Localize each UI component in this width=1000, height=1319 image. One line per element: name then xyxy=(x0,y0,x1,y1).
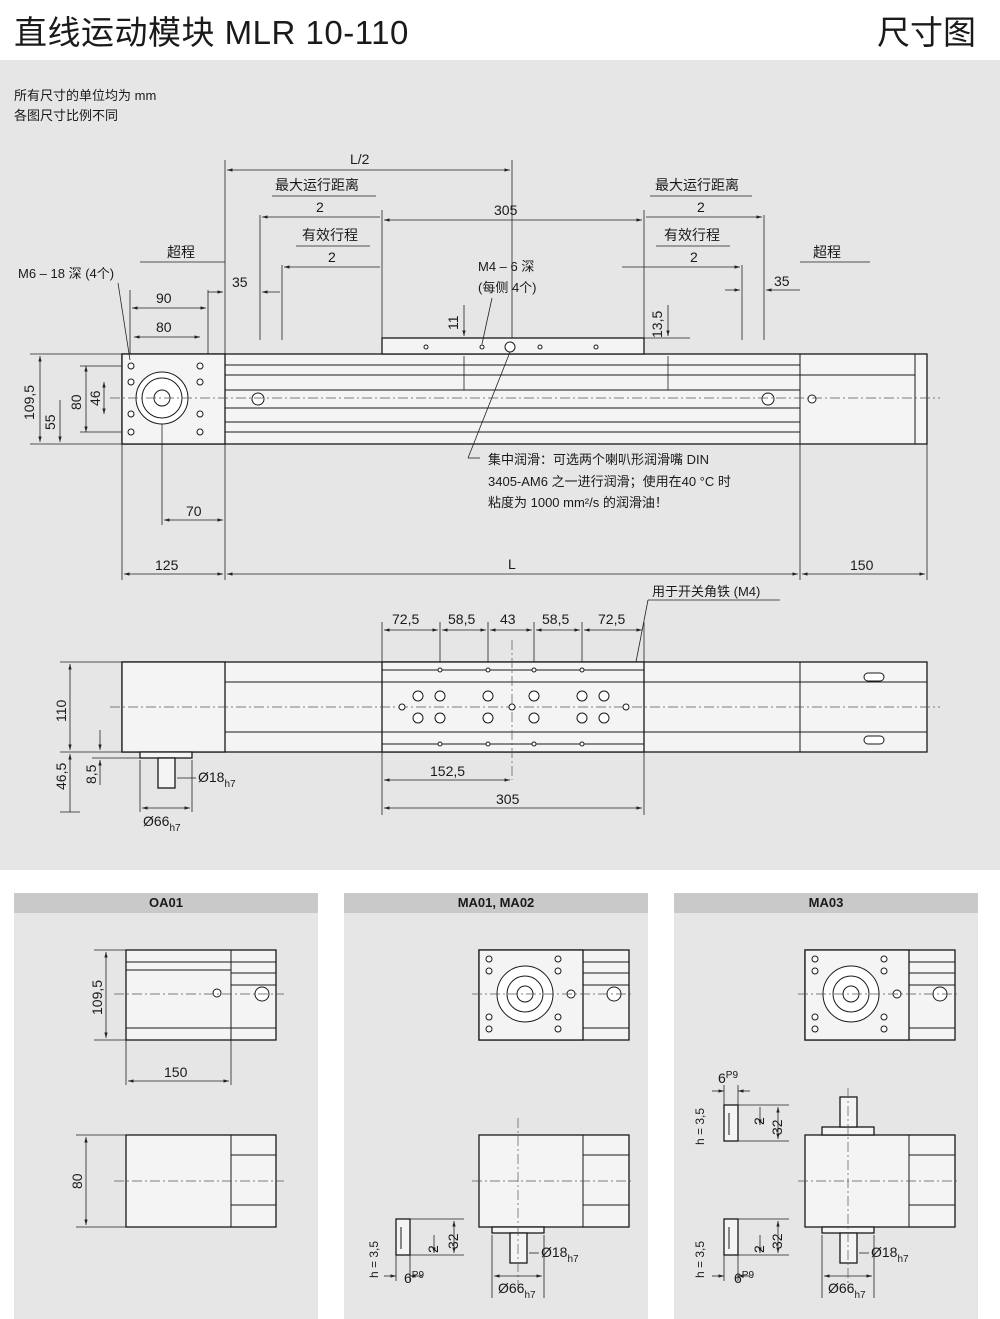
ma03-key-bottom xyxy=(723,1218,739,1256)
rail-body-top xyxy=(121,353,928,445)
lube-nipple-right xyxy=(761,392,775,406)
dim-70: 70 xyxy=(186,503,202,519)
ma03-bottom-dim-6: 6P9 xyxy=(734,1270,754,1286)
dim-11: 11 xyxy=(445,315,461,330)
dim-109-5: 109,5 xyxy=(21,385,37,420)
note-units: 所有尺寸的单位均为 mm xyxy=(14,88,157,103)
dim-55: 55 xyxy=(42,414,58,430)
ma01-dim-flange: Ø66h7 xyxy=(498,1280,536,1301)
panel-ma03-title: MA03 xyxy=(674,893,978,913)
overtravel-right: 超程 xyxy=(813,244,841,260)
panel-ma01-title: MA01, MA02 xyxy=(344,893,648,913)
lube-note-2: 3405-AM6 之一进行润滑；使用在40 °C 时 xyxy=(488,474,731,490)
dim-152-5: 152,5 xyxy=(430,763,465,779)
unit-notes: 所有尺寸的单位均为 mm 各图尺寸比例不同 xyxy=(14,86,156,126)
page-subtitle: 尺寸图 xyxy=(877,14,976,51)
m6-thread-label: M6 – 18 深 (4个) xyxy=(18,266,114,281)
ma01-dim-2: 2 xyxy=(425,1245,441,1253)
dim-72-5-right: 72,5 xyxy=(598,611,625,627)
ma03-top-dim-2: 2 xyxy=(751,1117,767,1125)
header: 直线运动模块 MLR 10-110 尺寸图 xyxy=(0,0,1000,60)
dim-35-right: 35 xyxy=(774,273,790,289)
ma01-dim-32: 32 xyxy=(445,1233,461,1249)
lube-note-1: 集中润滑：可选两个喇叭形润滑嘴 DIN xyxy=(488,452,709,467)
dim-125: 125 xyxy=(155,557,179,573)
dim-58-5-left: 58,5 xyxy=(448,611,475,627)
switch-slot-bottom xyxy=(863,735,885,745)
dim-150: 150 xyxy=(850,557,874,573)
oa01-dim-150: 150 xyxy=(164,1064,188,1080)
dim-305-front: 305 xyxy=(496,791,520,807)
dim-35-left: 35 xyxy=(232,274,248,290)
note-scale: 各图尺寸比例不同 xyxy=(14,108,119,123)
dim-90: 90 xyxy=(156,290,172,306)
ma03-bottom-dim-2: 2 xyxy=(751,1245,767,1253)
ma01-dim-6: 6P9 xyxy=(404,1270,424,1286)
overtravel-left: 超程 xyxy=(167,244,195,260)
m4-thread-label: M4 – 6 深 xyxy=(478,259,534,274)
panel-ma03: MA03 xyxy=(674,893,978,1319)
panel-oa01-title: OA01 xyxy=(14,893,318,913)
ma03-key-top xyxy=(723,1104,739,1142)
ma03-bottom-dim-32: 32 xyxy=(769,1233,785,1249)
panel-oa01-drawing: 109,5 150 80 xyxy=(69,949,284,1228)
effective-left: 有效行程 xyxy=(302,227,358,243)
panel-ma01-ma02: MA01, MA02 32 xyxy=(344,893,648,1319)
dim-13-5: 13,5 xyxy=(649,311,665,338)
dim-half-length: L/2 xyxy=(350,151,370,167)
oa01-dim-109-5: 109,5 xyxy=(89,980,105,1015)
max-travel-left: 最大运行距离 xyxy=(275,177,359,193)
dim-72-5-left: 72,5 xyxy=(392,611,419,627)
ma01-dim-shaft: Ø18h7 xyxy=(541,1244,579,1265)
ma03-top-dim-h: h = 3,5 xyxy=(693,1108,707,1145)
panel-ma03-drawing: 32 2 h = 3,5 6P9 32 2 h = 3,5 6P9 Ø18h7 … xyxy=(693,949,960,1301)
dim-43: 43 xyxy=(500,611,516,627)
max-travel-right-div: 2 xyxy=(697,199,705,215)
front-view xyxy=(110,640,940,789)
dim-flange-dia: Ø66h7 xyxy=(143,813,181,834)
main-drawing: L/2 305 最大运行距离 2 有效行程 2 超程 35 最大运行距离 2 有… xyxy=(18,151,940,834)
ma01-dim-h: h = 3,5 xyxy=(367,1241,381,1278)
ma01-key xyxy=(395,1218,411,1256)
dim-46: 46 xyxy=(87,390,103,406)
top-dimensions: L/2 305 最大运行距离 2 有效行程 2 超程 35 最大运行距离 2 有… xyxy=(18,151,928,580)
dim-shaft-dia: Ø18h7 xyxy=(198,769,236,790)
ma03-top-dim-32: 32 xyxy=(769,1119,785,1135)
dim-46-5: 46,5 xyxy=(53,763,69,790)
top-view xyxy=(110,337,940,445)
switch-bracket-label: 用于开关角铁 (M4) xyxy=(652,584,760,599)
dim-8-5: 8,5 xyxy=(83,764,99,784)
switch-slot-top xyxy=(863,672,885,682)
ma03-top-shaft xyxy=(839,1096,858,1128)
page-title: 直线运动模块 MLR 10-110 xyxy=(14,14,409,51)
lube-note-3: 粘度为 1000 mm²/s 的润滑油！ xyxy=(488,495,668,510)
dim-80: 80 xyxy=(156,319,172,335)
panel-ma01-drawing: 32 2 h = 3,5 6P9 Ø18h7 Ø66h7 xyxy=(367,949,634,1301)
dim-305-top: 305 xyxy=(494,202,518,218)
lube-nipple-left xyxy=(251,392,265,406)
effective-right-div: 2 xyxy=(690,249,698,265)
max-travel-right: 最大运行距离 xyxy=(655,177,739,193)
dim-L: L xyxy=(508,556,516,572)
ma03-dim-shaft: Ø18h7 xyxy=(871,1244,909,1265)
dim-110: 110 xyxy=(53,699,69,722)
panel-oa01: OA01 109,5 150 80 xyxy=(14,893,318,1319)
effective-right: 有效行程 xyxy=(664,227,720,243)
ma03-top-dim-6: 6P9 xyxy=(718,1070,738,1086)
drive-shaft xyxy=(157,757,176,789)
ma03-bottom-dim-h: h = 3,5 xyxy=(693,1241,707,1278)
dim-80-vertical: 80 xyxy=(68,394,84,410)
ma03-dim-flange: Ø66h7 xyxy=(828,1280,866,1301)
dim-58-5-right: 58,5 xyxy=(542,611,569,627)
front-dimensions: 用于开关角铁 (M4) 72,5 58,5 43 58,5 72,5 110 4… xyxy=(53,584,780,834)
effective-left-div: 2 xyxy=(328,249,336,265)
max-travel-left-div: 2 xyxy=(316,199,324,215)
oa01-dim-80: 80 xyxy=(69,1173,85,1189)
m4-thread-count: (每侧 4个) xyxy=(478,280,537,295)
